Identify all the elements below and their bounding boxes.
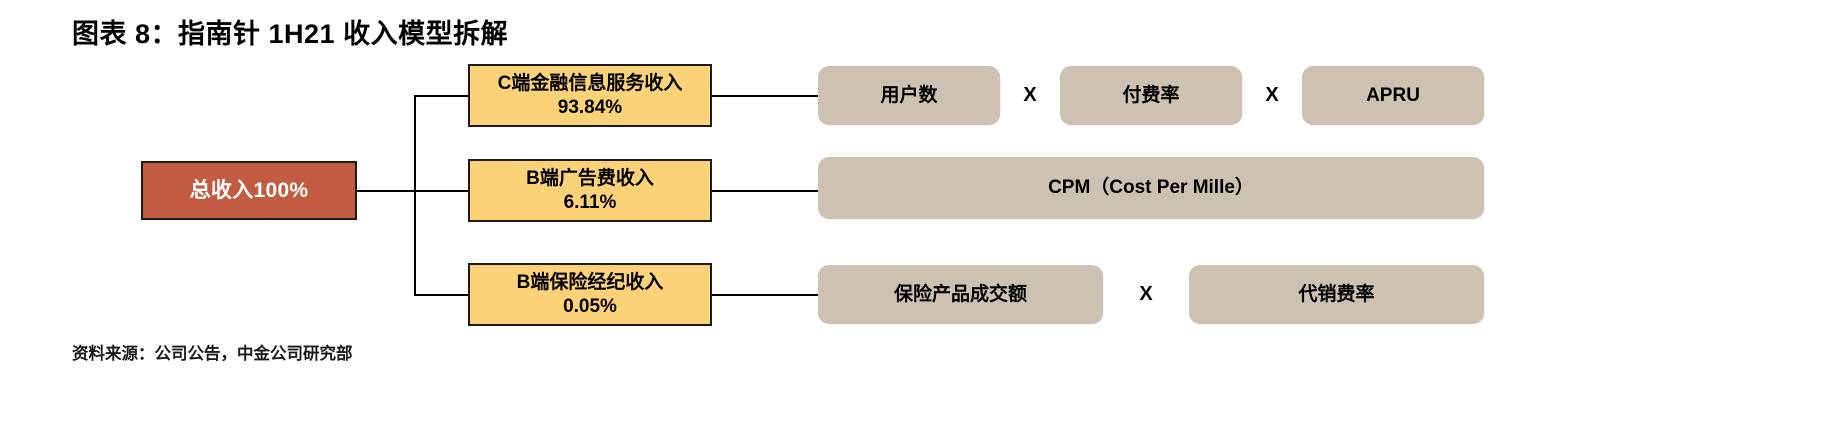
node-branch-b-end-ads-title: B端广告费收入 xyxy=(526,168,654,190)
node-branch-c-end-share: 93.84% xyxy=(557,96,623,118)
node-driver-cpm-label: CPM（Cost Per Mille） xyxy=(1048,177,1254,199)
page-title: 图表 8：指南针 1H21 收入模型拆解 xyxy=(72,19,509,49)
connector-trunk-to-branch-1 xyxy=(414,95,468,97)
node-branch-b-end-insurance-title: B端保险经纪收入 xyxy=(516,272,664,294)
connector-branch-2-to-driver xyxy=(712,190,818,192)
node-driver-apru[interactable]: APRU xyxy=(1302,66,1484,125)
node-driver-user-count-label: 用户数 xyxy=(880,84,938,106)
operator-multiply-1: X xyxy=(1023,84,1037,106)
node-total-revenue-label: 总收入100% xyxy=(189,178,309,202)
connector-branch-1-to-driver xyxy=(712,95,818,97)
node-branch-b-end-ads-share: 6.11% xyxy=(563,191,617,213)
connector-branch-3-to-driver xyxy=(712,294,818,296)
node-total-revenue[interactable]: 总收入100% xyxy=(141,161,357,220)
connector-trunk-to-branch-3 xyxy=(414,294,468,296)
node-driver-insurance-gmv-label: 保险产品成交额 xyxy=(893,283,1027,305)
node-driver-agency-fee-rate[interactable]: 代销费率 xyxy=(1189,265,1484,324)
node-branch-c-end-title: C端金融信息服务收入 xyxy=(497,73,683,95)
operator-multiply-2: X xyxy=(1265,84,1279,106)
connector-root-to-trunk xyxy=(357,190,415,192)
node-driver-user-count[interactable]: 用户数 xyxy=(818,66,1000,125)
node-driver-apru-label: APRU xyxy=(1366,84,1420,106)
node-driver-agency-fee-rate-label: 代销费率 xyxy=(1298,283,1375,305)
node-driver-paying-rate[interactable]: 付费率 xyxy=(1060,66,1242,125)
node-driver-insurance-gmv[interactable]: 保险产品成交额 xyxy=(818,265,1103,324)
node-driver-paying-rate-label: 付费率 xyxy=(1122,84,1180,106)
connector-trunk-to-branch-2 xyxy=(414,190,468,192)
node-branch-b-end-ads[interactable]: B端广告费收入 6.11% xyxy=(468,159,712,222)
node-branch-b-end-insurance[interactable]: B端保险经纪收入 0.05% xyxy=(468,263,712,326)
connector-trunk-vertical xyxy=(414,96,416,295)
node-branch-b-end-insurance-share: 0.05% xyxy=(563,295,617,317)
source-note: 资料来源：公司公告，中金公司研究部 xyxy=(72,345,353,363)
node-driver-cpm[interactable]: CPM（Cost Per Mille） xyxy=(818,157,1484,219)
operator-multiply-3: X xyxy=(1139,283,1153,305)
node-branch-c-end[interactable]: C端金融信息服务收入 93.84% xyxy=(468,64,712,127)
